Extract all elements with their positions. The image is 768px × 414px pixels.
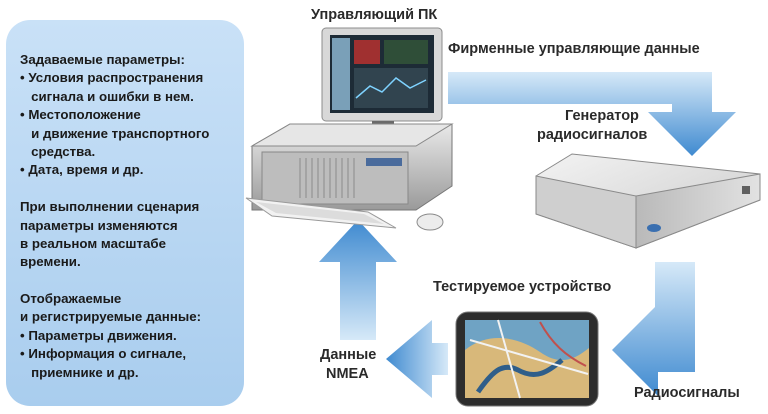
panel-text-line: в реальном масштабе	[20, 235, 166, 251]
generator-label-line2: радиосигналов	[537, 127, 648, 143]
device-under-test-icon	[455, 311, 599, 407]
arrow-device-to-nmea	[386, 320, 448, 398]
nmea-label-line1: Данные	[320, 347, 377, 363]
control-pc-icon	[245, 27, 454, 231]
proprietary-data-label: Фирменные управляющие данные	[448, 41, 700, 57]
panel-text-line: • Дата, время и др.	[20, 162, 144, 178]
panel-text-line: и движение транспортного	[20, 125, 210, 141]
panel-text-line: • Условия распространения	[20, 70, 204, 86]
panel-text-line: времени.	[20, 254, 81, 270]
panel-text-line: Отображаемые	[20, 291, 122, 307]
radio-signals-label: Радиосигналы	[634, 385, 740, 401]
panel-text-line: • Информация о сигнале,	[20, 346, 187, 362]
signal-generator-icon	[535, 153, 761, 249]
arrow-nmea-to-pc	[319, 220, 397, 340]
panel-text-line: При выполнении сценария	[20, 199, 200, 215]
device-under-test-label: Тестируемое устройство	[433, 279, 612, 295]
panel-text-line: приемнике и др.	[20, 364, 139, 380]
arrow-generator-to-device	[612, 262, 695, 396]
arrow-pc-to-generator	[448, 72, 736, 156]
parameters-text: Задаваемые параметры: • Условия распростр…	[20, 51, 246, 382]
panel-text-line: • Местоположение	[20, 107, 141, 123]
panel-text-line: параметры изменяются	[20, 217, 178, 233]
parameters-panel	[6, 20, 244, 406]
panel-text-line: сигнала и ошибки в нем.	[20, 88, 194, 104]
nmea-label-line2: NMEA	[326, 366, 369, 382]
panel-text-line: Задаваемые параметры:	[20, 52, 185, 67]
generator-label-line1: Генератор	[565, 108, 639, 124]
panel-text-line: и регистрируемые данные:	[20, 309, 202, 325]
control-pc-label: Управляющий ПК	[311, 7, 438, 23]
panel-text-line: • Параметры движения.	[20, 327, 177, 343]
panel-text-line: средства.	[20, 143, 96, 159]
